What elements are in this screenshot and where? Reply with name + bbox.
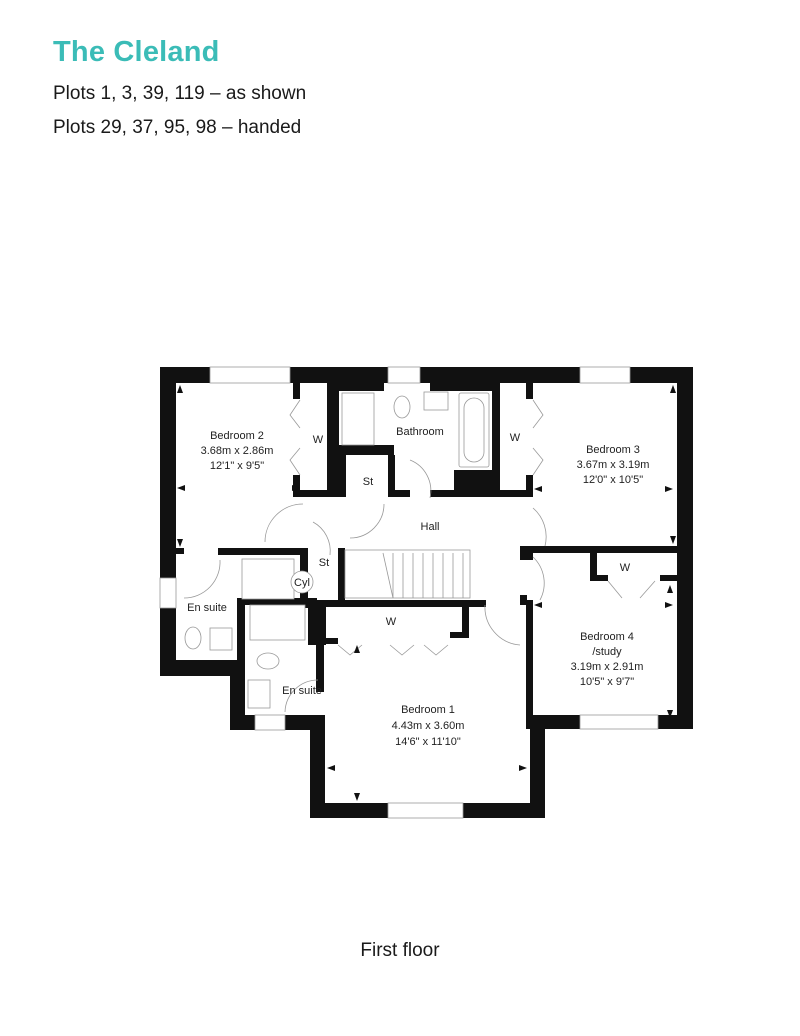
bedroom-1-imperial: 14'6" x 11'10"	[395, 736, 461, 748]
hall-name: Hall	[421, 521, 440, 533]
bedroom-3-imperial: 12'0" x 10'5"	[583, 474, 643, 486]
plots-handed: Plots 29, 37, 95, 98 – handed	[53, 117, 302, 138]
wardrobe-bedroom-2-label: W	[313, 434, 324, 446]
bedroom-2-imperial: 12'1" x 9'5"	[210, 460, 264, 472]
bathroom-name: Bathroom	[396, 426, 444, 438]
ensuite-bedroom-2-name: En suite	[187, 602, 227, 614]
cylinder-label: Cyl	[294, 577, 310, 589]
bedroom-4-name: Bedroom 4	[580, 631, 634, 643]
store-upper-label: St	[363, 476, 373, 488]
room-labels: Bedroom 2 3.68m x 2.86m 12'1" x 9'5" Bat…	[187, 426, 649, 748]
bedroom-3-name: Bedroom 3	[586, 444, 640, 456]
bedroom-3-metric: 3.67m x 3.19m	[577, 459, 650, 471]
ensuite-bedroom-1-name: En suite	[282, 685, 322, 697]
bedroom-1-name: Bedroom 1	[401, 704, 455, 716]
bedroom-4-imperial: 10'5" x 9'7"	[580, 676, 634, 688]
store-lower-label: St	[319, 557, 329, 569]
bedroom-4-metric: 3.19m x 2.91m	[571, 661, 644, 673]
dimension-arrows	[177, 385, 676, 801]
bedroom-2-name: Bedroom 2	[210, 430, 264, 442]
bedroom-1-metric: 4.43m x 3.60m	[392, 720, 465, 732]
development-title: The Cleland	[53, 36, 220, 68]
staircase-treads	[382, 552, 464, 599]
bedroom-4-name-line2: /study	[592, 646, 622, 658]
wardrobe-bedroom-4-label: W	[620, 562, 631, 574]
door-swings	[183, 399, 656, 713]
wardrobe-bedroom-1-label: W	[386, 616, 397, 628]
floor-label: First floor	[360, 940, 440, 961]
bathroom-fixtures	[184, 391, 490, 709]
wardrobe-bedroom-3-label: W	[510, 432, 521, 444]
plots-as-shown: Plots 1, 3, 39, 119 – as shown	[53, 83, 307, 104]
bedroom-2-metric: 3.68m x 2.86m	[201, 445, 274, 457]
windows	[159, 366, 659, 819]
